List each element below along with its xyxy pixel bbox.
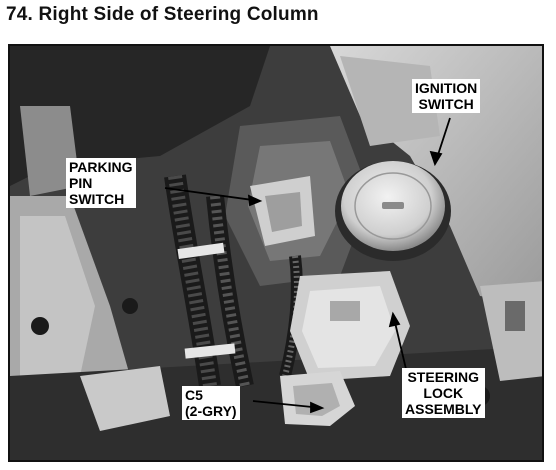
figure-title: 74. Right Side of Steering Column <box>6 4 319 25</box>
callout-ignition-switch: IGNITION SWITCH <box>412 79 481 113</box>
callout-parking-pin-switch: PARKING PIN SWITCH <box>66 158 136 208</box>
photo-illustration <box>10 46 542 460</box>
callout-c5-connector: C5 (2-GRY) <box>182 386 240 420</box>
parking-pin-leader-line <box>164 187 261 202</box>
steering-column-photo: IGNITION SWITCH PARKING PIN SWITCH C5 (2… <box>8 44 544 462</box>
callout-steering-lock-assembly: STEERING LOCK ASSEMBLY <box>402 368 485 418</box>
